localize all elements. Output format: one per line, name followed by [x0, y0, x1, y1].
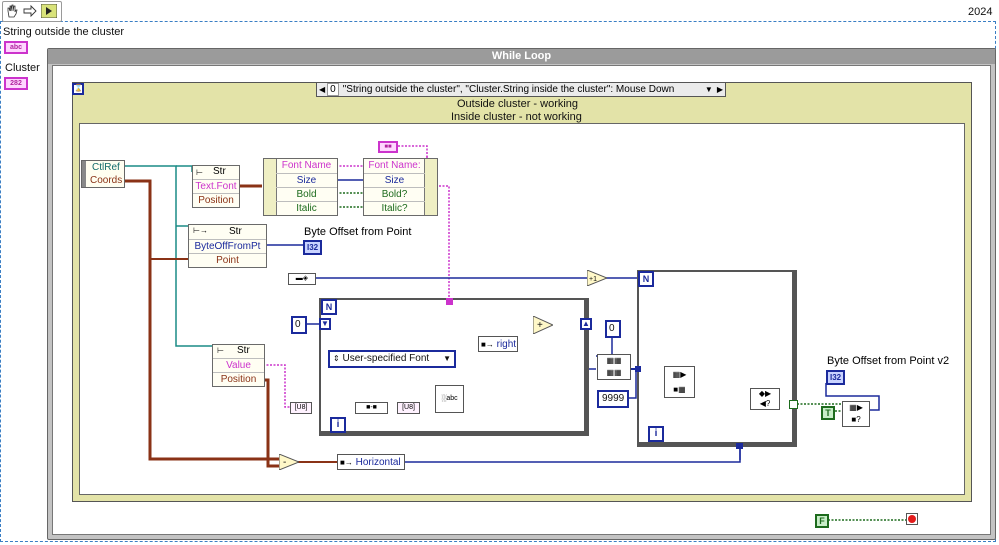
unbundle-font-name[interactable]: Font Name: [281, 160, 332, 171]
right-label: right: [496, 339, 517, 350]
select-output-function[interactable]: ▦▶■?: [842, 401, 870, 427]
to-u8-function[interactable]: [U8]: [290, 402, 312, 414]
unbundle-bold[interactable]: Bold: [276, 187, 337, 201]
bundle-by-name[interactable]: Font Name: Size Bold? Italic?: [363, 158, 438, 216]
property-position[interactable]: Position: [193, 193, 239, 207]
property-node-value[interactable]: ⊢ Str Value Position: [212, 344, 265, 387]
unbundle-size[interactable]: Size: [276, 173, 337, 187]
property-node-value-class: Str: [237, 345, 250, 356]
run-continuously-icon[interactable]: [41, 3, 57, 19]
unbundle-italic[interactable]: Italic: [276, 201, 337, 215]
bundle-size[interactable]: Size: [364, 173, 425, 187]
tunnel-right: [789, 400, 798, 409]
shift-pink-tunnel: [446, 298, 453, 305]
svg-text:-: -: [283, 457, 286, 468]
chevron-down-icon[interactable]: ▼: [704, 85, 713, 94]
bundle-bold[interactable]: Bold?: [364, 187, 425, 201]
while-loop-title: While Loop: [48, 49, 995, 64]
loop-tunnel-bottom: [736, 443, 743, 449]
method-node-byteoffset[interactable]: ⊢→ Str ByteOffFromPt Point: [188, 224, 267, 268]
event-data-ctlref[interactable]: CtlRef: [92, 162, 120, 173]
ref-icon: ⊢: [196, 168, 203, 177]
method-byteofffrompt[interactable]: ByteOffFromPt: [189, 239, 266, 253]
svg-text:+1: +1: [589, 276, 597, 283]
u8-to-string-function[interactable]: [U8]: [397, 402, 420, 414]
byte-offset-v2-indicator[interactable]: I32: [826, 370, 846, 385]
outer-loop-iteration-terminal: i: [648, 426, 664, 442]
horizontal-label: Horizontal: [355, 457, 401, 468]
outer-loop-count-terminal[interactable]: N: [638, 271, 654, 287]
bundle-italic[interactable]: Italic?: [364, 201, 425, 215]
version-label: 2024: [968, 6, 993, 18]
property-node-font[interactable]: Str ⊢ Text.Font Position: [192, 165, 240, 208]
index-array-function[interactable]: ■-■: [355, 402, 388, 414]
enum-arrows-icon: ⇕: [333, 354, 340, 363]
method-param-point[interactable]: Point: [189, 253, 266, 267]
font-enum-constant[interactable]: ⇕ User-specified Font ▼: [328, 350, 456, 368]
for-loop-iteration-terminal: i: [330, 417, 346, 433]
stop-icon[interactable]: [906, 513, 918, 525]
outer-for-loop[interactable]: [637, 270, 797, 447]
true-constant[interactable]: T: [821, 406, 835, 420]
svg-text:+: +: [537, 320, 543, 331]
shift-register-right[interactable]: ▲: [580, 318, 592, 330]
select-function[interactable]: ◆▶◀?: [750, 388, 780, 410]
byte-offset-v2-label: Byte Offset from Point v2: [827, 355, 950, 367]
unbundle-by-name[interactable]: Font Name Size Bold Italic: [263, 158, 338, 216]
cluster-label: Cluster: [5, 62, 40, 74]
event-case-label: "String outside the cluster", "Cluster.S…: [342, 84, 675, 95]
invoke-icon: ⊢→: [193, 226, 208, 235]
method-node-class: Str: [229, 226, 242, 237]
bundle-font-name[interactable]: Font Name:: [368, 160, 421, 171]
font-enum-label: User-specified Font: [342, 353, 430, 364]
property-value[interactable]: Value: [213, 358, 264, 372]
property-position-2[interactable]: Position: [213, 372, 264, 386]
false-constant[interactable]: F: [815, 514, 829, 528]
unbundle-horizontal[interactable]: ■→ Horizontal: [337, 454, 405, 470]
chevron-down-icon: ▼: [443, 354, 451, 363]
cluster-terminal[interactable]: 282: [4, 77, 28, 90]
timeout-terminal: ⌛: [72, 83, 84, 95]
arrow-right-icon[interactable]: [22, 3, 38, 19]
string-outside-terminal[interactable]: abc: [4, 41, 28, 54]
subtract-function[interactable]: -: [279, 454, 299, 470]
zero-constant[interactable]: 0: [291, 316, 307, 334]
array-subset-function[interactable]: ▦▶■▦: [664, 366, 695, 398]
property-text-font[interactable]: Text.Font: [193, 179, 239, 193]
comment-line1: Outside cluster - working: [457, 98, 579, 110]
get-text-rect-function[interactable]: ░abc: [435, 385, 464, 413]
ref-icon: ⊢: [217, 346, 224, 355]
event-data-coords[interactable]: Coords: [90, 175, 123, 186]
for-loop-count-terminal[interactable]: N: [321, 299, 337, 315]
unbundle-arrow-icon: ■→: [340, 458, 353, 467]
string-constant[interactable]: ■■: [378, 141, 398, 153]
tool-palette: [2, 1, 62, 22]
max-constant-9999[interactable]: 9999: [597, 390, 630, 408]
byte-offset-label: Byte Offset from Point: [304, 226, 412, 238]
increment-function[interactable]: +1: [587, 270, 607, 286]
add-function[interactable]: +: [533, 316, 553, 334]
zero-constant-2[interactable]: 0: [605, 320, 621, 338]
event-data-node: CtlRef Coords: [81, 160, 125, 188]
property-node-font-class: Str: [213, 166, 226, 177]
case-index: 0: [327, 83, 339, 96]
unbundle-arrow-icon: ■→: [481, 340, 494, 349]
hand-icon[interactable]: [4, 3, 20, 19]
shift-register-left[interactable]: ▼: [319, 318, 331, 330]
increment-icon[interactable]: ▶: [716, 85, 723, 94]
build-array-function[interactable]: ▦▦▦▦: [597, 354, 631, 380]
event-case-selector[interactable]: ◀ 0 "String outside the cluster", "Clust…: [316, 82, 726, 97]
decrement-icon[interactable]: ◀: [319, 85, 326, 94]
comment-line2: Inside cluster - not working: [451, 111, 582, 123]
byte-offset-indicator[interactable]: I32: [303, 240, 323, 255]
loop-tunnel-left: [635, 366, 641, 372]
string-length-function[interactable]: ▬◈: [288, 273, 316, 285]
unbundle-right[interactable]: ■→ right: [478, 336, 518, 352]
string-outside-label: String outside the cluster: [3, 26, 125, 38]
